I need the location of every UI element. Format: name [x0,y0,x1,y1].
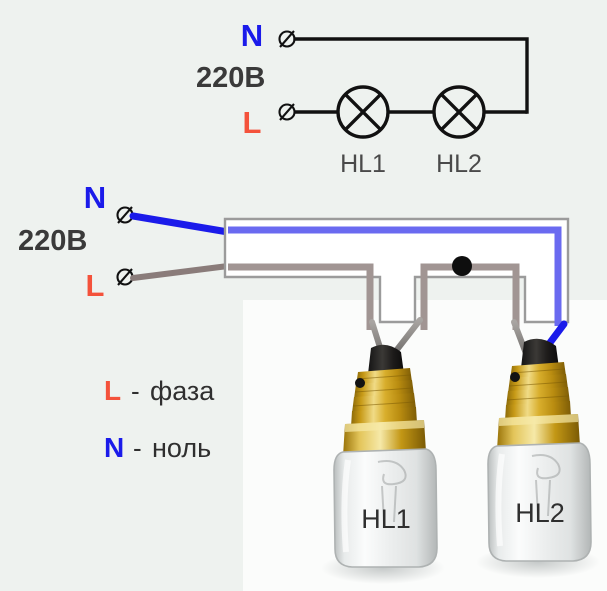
wiring-voltage-label: 220B [18,225,87,257]
bulb-hl2-screw-thread [505,362,571,421]
junction-box [223,217,570,324]
feeder-neutral-blue [129,212,232,236]
bulb-hl1-highlight [341,459,351,553]
bulb-hl2-filament [531,454,561,517]
legend-dash-phase: - [131,376,140,406]
legend-symbol-neutral: N [104,432,124,463]
bulb-hl2-terminal-bead [510,372,520,382]
bulb-hl1-filament [377,460,407,523]
schematic-lamp-hl2-label: HL2 [436,150,482,178]
legend: L - фаза N - ноль [104,375,215,463]
wire-junction-dot [452,256,472,276]
legend-symbol-phase: L [104,375,121,406]
bulb-hl2-highlight [495,453,505,547]
terminal-symbol-phase [278,103,296,121]
legend-text-neutral: ноль [152,433,211,463]
schematic-lamp-hl2 [432,85,486,139]
wiring-phase-label: L [86,268,105,303]
box-phase-conductor-hl1 [228,263,374,330]
legend-text-phase: фаза [150,376,215,406]
bulb-hl1-terminal-bead [355,378,365,388]
schematic-neutral-conductor [293,37,529,114]
bulb-hl1-screw-thread [351,368,417,427]
bulb-hl2-socket-cap [521,338,559,368]
schematic-diagram: N 220B L HL1 [196,18,529,178]
schematic-lamp-hl1-label: HL1 [340,150,386,178]
bulb-hl2-label: HL2 [515,498,565,528]
schematic-neutral-label: N [241,18,263,53]
bulb-hl1-glass [333,448,438,568]
schematic-voltage-label: 220B [196,62,265,94]
legend-dash-neutral: - [133,433,142,463]
wiring-diagram: N 220B L [18,180,600,584]
box-neutral-conductor [228,226,562,326]
feeder-phase-brown [130,263,231,281]
schematic-lamp-hl1 [336,85,390,139]
bulb-hl1: HL1 [321,344,445,584]
bulb-hl2-glass [487,442,592,562]
schematic-phase-label: L [243,105,262,140]
bulb-hl1-socket-cap [368,344,404,374]
wiring-neutral-label: N [84,180,106,215]
bulb-hl2: HL2 [476,338,600,578]
bulb-hl1-label: HL1 [361,504,411,534]
